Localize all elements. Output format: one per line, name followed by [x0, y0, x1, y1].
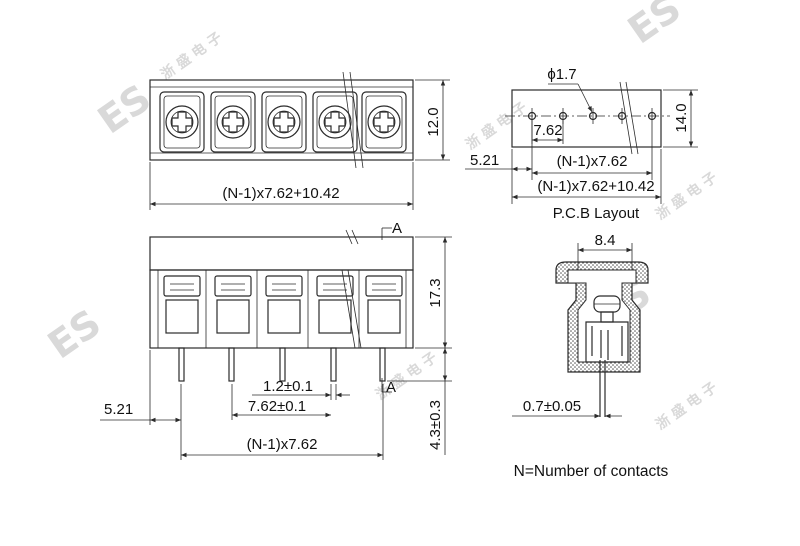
top-terminal	[312, 91, 358, 153]
top-view-body	[149, 79, 414, 161]
pcb-total-label: (N-1)x7.62+10.42	[537, 178, 654, 195]
front-height-label: 17.3	[427, 278, 444, 307]
top-terminal	[159, 91, 205, 153]
watermark-chars: 浙 盛 电 子	[463, 99, 531, 153]
watermark-chars: 浙 盛 电 子	[158, 29, 226, 83]
front-pin	[279, 347, 286, 382]
front-pin	[178, 347, 185, 382]
pcb-layout: ϕ1.7 7.62 14.0 5.21 (N-1)x7.62 (N-1)x7.6…	[465, 66, 698, 222]
watermark-brand: ES	[90, 76, 159, 143]
front-view: A A 17.3 4.3±0.3 1.2±0.1 7.62±0.1 5.21 (	[100, 220, 452, 460]
pin-width-label: 1.2±0.1	[263, 378, 313, 395]
front-pitch-label: 7.62±0.1	[248, 398, 306, 415]
side-pin-label: 0.7±0.05	[523, 398, 581, 415]
front-terminal	[365, 270, 407, 348]
top-terminal	[210, 91, 256, 153]
front-view-header	[149, 236, 414, 271]
section-mark-bottom: A	[386, 379, 396, 396]
watermark-brand: ES	[620, 0, 689, 52]
pcb-height-label: 14.0	[673, 103, 690, 132]
front-pin	[228, 347, 235, 382]
front-offset-label: 5.21	[104, 401, 133, 418]
hole-leader	[577, 83, 593, 113]
pcb-hole	[588, 108, 598, 124]
watermark-brand: ES	[40, 301, 109, 368]
top-width-label: (N-1)x7.62+10.42	[222, 185, 339, 202]
pcb-hole	[617, 108, 627, 124]
pcb-hole	[647, 108, 657, 124]
front-terminal	[316, 270, 360, 348]
pin-length-label: 4.3±0.3	[427, 400, 444, 450]
hole-diameter-label: ϕ1.7	[547, 66, 576, 83]
front-terminal	[265, 270, 309, 348]
front-terminal	[157, 270, 207, 348]
section-mark-top: A	[392, 220, 402, 237]
front-pin	[330, 347, 337, 382]
top-view: (N-1)x7.62+10.42 12.0	[149, 71, 450, 210]
front-span-label: (N-1)x7.62	[247, 436, 318, 453]
pcb-outline	[511, 89, 662, 148]
front-terminal	[214, 270, 258, 348]
pcb-layout-title: P.C.B Layout	[553, 205, 640, 222]
top-terminal	[261, 91, 307, 153]
watermark-chars: 浙 盛 电 子	[653, 379, 721, 433]
pcb-pitch-label: 7.62	[533, 122, 562, 139]
contacts-note: N=Number of contacts	[514, 463, 669, 480]
side-cavity	[567, 269, 637, 363]
side-view: 8.4 0.7±0.05	[512, 232, 649, 419]
pcb-offset-label: 5.21	[470, 152, 499, 169]
top-terminal	[361, 91, 407, 153]
side-width-label: 8.4	[595, 232, 616, 249]
pcb-span-label: (N-1)x7.62	[557, 153, 628, 170]
watermark-chars: 浙 盛 电 子	[653, 169, 721, 223]
front-view-body	[149, 269, 414, 349]
front-pin	[379, 347, 386, 382]
top-height-label: 12.0	[425, 107, 442, 136]
